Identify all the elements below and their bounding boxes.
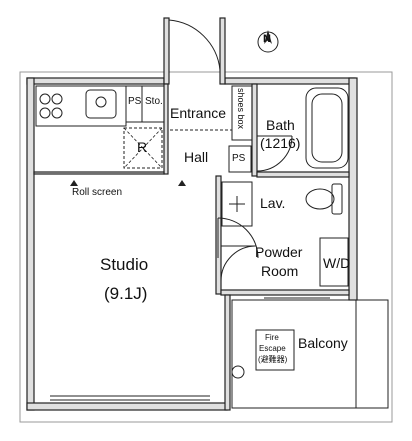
wall-entrance-right xyxy=(219,17,226,85)
room-powder-line2: Room xyxy=(261,263,299,279)
wall-left xyxy=(26,77,35,411)
windows xyxy=(50,297,330,401)
powder-door xyxy=(220,245,257,282)
roll-screen-marker xyxy=(70,180,78,186)
label-fire-3: (避難器) xyxy=(258,355,288,364)
entrance-door xyxy=(168,19,221,76)
balcony-area xyxy=(231,299,389,409)
roll-screen-marker xyxy=(178,180,186,186)
wall-bottom xyxy=(26,402,228,411)
studio-door xyxy=(217,217,259,259)
wall-powder-bottom xyxy=(220,289,350,296)
storage-box xyxy=(141,85,165,123)
wall-entrance-left xyxy=(163,17,170,85)
label-fire-2: Escape xyxy=(259,344,286,353)
wall-hall-left xyxy=(163,83,169,175)
label-shoes-box: shoes box xyxy=(236,88,246,130)
wall-bath-left xyxy=(251,83,258,177)
room-bath-size: (1216) xyxy=(260,135,301,151)
room-entrance: Entrance xyxy=(170,105,227,121)
fire-escape-box xyxy=(255,329,295,371)
label-storage: Sto. xyxy=(145,96,163,107)
north-arrow-icon xyxy=(257,30,279,53)
ps-hall-box xyxy=(228,145,252,173)
room-hall: Hall xyxy=(184,149,209,165)
storage-boxes xyxy=(125,85,165,123)
wall-balcony-left xyxy=(224,294,231,411)
label-refrigerator: R xyxy=(137,139,148,155)
walls xyxy=(26,17,358,411)
room-bath: Bath xyxy=(266,117,295,133)
label-wd: W/D xyxy=(323,255,351,271)
wall-bath-bottom xyxy=(256,171,350,178)
bath-door xyxy=(256,135,293,172)
kitchen-counter xyxy=(35,85,127,127)
room-lav: Lav. xyxy=(260,195,286,211)
shoes-box xyxy=(231,85,253,141)
label-ps-hall: PS xyxy=(232,153,246,164)
label-ps-upper: PS xyxy=(128,96,142,107)
outer-frame xyxy=(19,71,393,423)
room-studio-size: (9.1J) xyxy=(104,284,148,303)
wall-top-right xyxy=(224,77,356,85)
sink xyxy=(221,181,253,227)
label-roll-screen: Roll screen xyxy=(72,187,123,198)
north-label: N xyxy=(263,33,271,45)
room-balcony: Balcony xyxy=(298,335,348,351)
wall-top-left xyxy=(26,77,165,85)
drain-icon xyxy=(231,365,245,379)
wall-kitchen-line xyxy=(33,171,165,175)
wd-box xyxy=(319,237,349,287)
refrigerator-box xyxy=(123,127,163,169)
room-studio: Studio xyxy=(100,255,149,274)
label-fire-1: Fire xyxy=(265,333,279,342)
bathtub xyxy=(305,87,349,169)
room-powder-line1: Powder xyxy=(255,244,303,260)
toilet xyxy=(305,183,343,215)
